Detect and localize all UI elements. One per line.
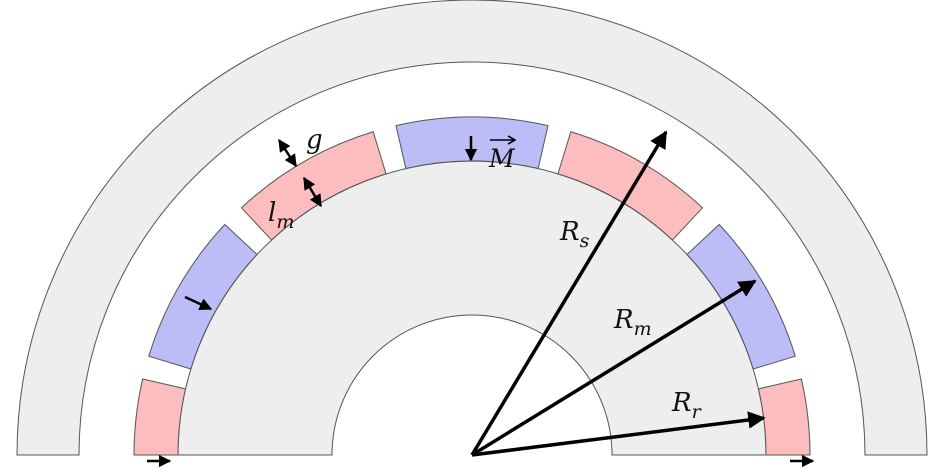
magnet-1: [133, 378, 187, 456]
magnet-6: [686, 223, 796, 370]
gap-label: g: [306, 125, 323, 155]
magnetization-label: M: [488, 135, 517, 173]
stator-radius-subscript: s: [580, 230, 590, 252]
magnet-length-symbol: l: [268, 198, 276, 228]
magnet-5: [557, 131, 704, 241]
magnet-radius-symbol: R: [613, 305, 634, 335]
magnet-length-subscript: m: [276, 211, 294, 233]
magnetization-vector-head: [507, 135, 517, 145]
gap-dimension-arrow: [277, 138, 298, 168]
magnet-2: [148, 223, 258, 370]
rotor-radius-label: Rr: [671, 388, 703, 423]
magnet-radius-label: Rm: [613, 305, 652, 340]
radius-arrows: [147, 130, 815, 468]
magnetization-arrow-left-magnet: [184, 295, 213, 311]
stator-radius-arrow: [470, 130, 668, 456]
magnetization-symbol: M: [488, 144, 516, 173]
magnet-radius-subscript: m: [634, 318, 652, 340]
magnet-7: [757, 378, 811, 456]
rotor-radius-arrow: [471, 411, 766, 457]
rotor-radius-subscript: r: [692, 401, 703, 423]
stator-radius-symbol: R: [559, 217, 580, 247]
rotor-radius-symbol: R: [671, 388, 692, 418]
magnet-length-label: lm: [268, 198, 294, 233]
stator-radius-label: Rs: [559, 217, 590, 252]
stator-ring: [16, 0, 928, 456]
magnet-radius-arrow: [471, 279, 757, 457]
magnet-length-dimension-arrow: [302, 176, 323, 208]
